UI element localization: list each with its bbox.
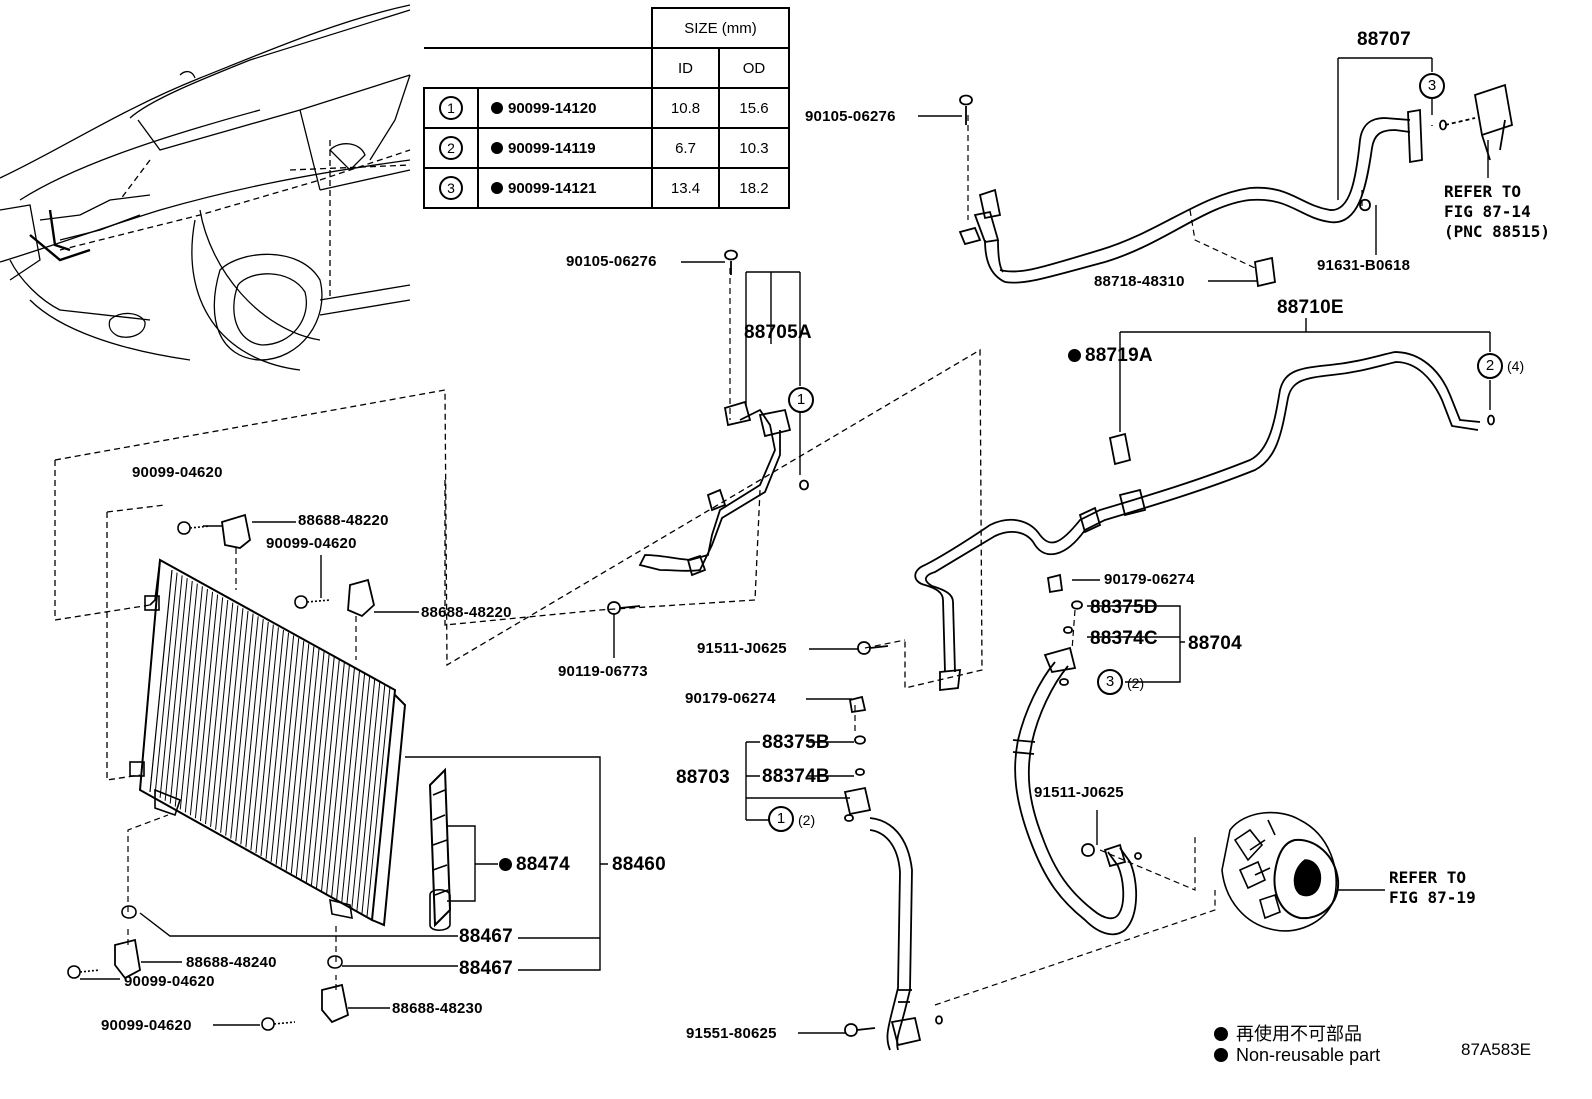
id-value: 10.8 bbox=[651, 87, 720, 129]
receiver-parts bbox=[428, 767, 452, 932]
mark-3: 3 bbox=[439, 176, 463, 200]
pipe-88707 bbox=[958, 83, 1514, 288]
label-88705A[interactable]: 88705A bbox=[744, 322, 812, 343]
compressor bbox=[1221, 811, 1340, 932]
label-91511-J0625-a[interactable]: 91511-J0625 bbox=[697, 640, 787, 657]
non-reusable-dot-icon bbox=[491, 101, 503, 114]
od-value: 10.3 bbox=[718, 127, 790, 169]
non-reusable-dot-icon bbox=[491, 141, 503, 154]
label-90099-04620-b[interactable]: 90099-04620 bbox=[266, 535, 357, 552]
table-row: 1 90099-14120 10.8 15.6 bbox=[423, 87, 790, 129]
non-reusable-dot-icon bbox=[1214, 1048, 1228, 1062]
refer-fig-87-14[interactable]: REFER TO FIG 87-14 (PNC 88515) bbox=[1444, 182, 1550, 241]
label-88703[interactable]: 88703 bbox=[676, 767, 730, 788]
non-reusable-dot-icon bbox=[1214, 1027, 1228, 1041]
label-88688-48230[interactable]: 88688-48230 bbox=[392, 1000, 483, 1017]
label-90179-06274-b[interactable]: 90179-06274 bbox=[685, 690, 776, 707]
label-88375B[interactable]: 88375B bbox=[762, 732, 830, 753]
bracket-88688-48220-a bbox=[177, 513, 251, 549]
oring-mark-3b: 3 bbox=[1097, 669, 1123, 695]
non-reusable-dot-icon bbox=[491, 181, 503, 194]
legend-jp: 再使用不可部品 bbox=[1214, 1020, 1362, 1046]
qty-2-a: (2) bbox=[1127, 675, 1145, 691]
qty-4: (4) bbox=[1507, 358, 1525, 374]
label-90099-04620-c[interactable]: 90099-04620 bbox=[124, 973, 215, 990]
oring-mark-1: 1 bbox=[788, 387, 814, 413]
mark-1: 1 bbox=[439, 96, 463, 120]
label-88688-48240[interactable]: 88688-48240 bbox=[186, 954, 277, 971]
od-value: 18.2 bbox=[718, 167, 790, 209]
part-number: 90099-14120 bbox=[508, 99, 597, 117]
label-88474[interactable]: 88474 bbox=[499, 855, 570, 874]
table-row: 3 90099-14121 13.4 18.2 bbox=[423, 167, 790, 209]
bracket-88688-48240 bbox=[67, 905, 141, 980]
bracket-88688-48230 bbox=[261, 955, 350, 1031]
label-88688-48220-b[interactable]: 88688-48220 bbox=[421, 604, 512, 621]
label-90179-06274-a[interactable]: 90179-06274 bbox=[1104, 571, 1195, 588]
table-corner bbox=[424, 8, 653, 49]
label-88374C[interactable]: 88374C bbox=[1090, 628, 1158, 649]
condenser bbox=[129, 558, 407, 927]
label-88375D[interactable]: 88375D bbox=[1090, 597, 1158, 618]
id-value: 6.7 bbox=[651, 127, 720, 169]
hose-88704 bbox=[1012, 573, 1142, 936]
label-90099-04620-a[interactable]: 90099-04620 bbox=[132, 464, 223, 481]
qty-2-b: (2) bbox=[798, 812, 816, 828]
part-number: 90099-14119 bbox=[508, 139, 596, 157]
refer-fig-87-19[interactable]: REFER TO FIG 87-19 bbox=[1389, 868, 1476, 907]
label-90105-06276-b[interactable]: 90105-06276 bbox=[566, 253, 657, 270]
legend-en: Non-reusable part bbox=[1214, 1045, 1380, 1066]
label-88704[interactable]: 88704 bbox=[1188, 633, 1242, 654]
oring-mark-3: 3 bbox=[1419, 73, 1445, 99]
label-88460[interactable]: 88460 bbox=[612, 854, 666, 875]
oring-mark-1b: 1 bbox=[768, 806, 794, 832]
hose-88703 bbox=[843, 641, 943, 1051]
non-reusable-dot-icon bbox=[499, 858, 512, 871]
label-91631-B0618[interactable]: 91631-B0618 bbox=[1317, 257, 1411, 274]
mark-2: 2 bbox=[439, 136, 463, 160]
non-reusable-dot-icon bbox=[1068, 349, 1081, 362]
label-91511-J0625-b[interactable]: 91511-J0625 bbox=[1034, 784, 1124, 801]
oring-size-table: SIZE (mm) ID OD 1 90099-14120 10.8 15.6 … bbox=[423, 7, 790, 209]
leader-lines bbox=[80, 57, 1491, 1034]
label-88707[interactable]: 88707 bbox=[1357, 29, 1411, 50]
label-90105-06276-a[interactable]: 90105-06276 bbox=[805, 108, 896, 125]
pipe-88705A bbox=[607, 249, 809, 615]
id-header: ID bbox=[651, 47, 720, 89]
table-row: 2 90099-14119 6.7 10.3 bbox=[423, 127, 790, 169]
condenser-frame bbox=[54, 348, 983, 781]
pipe-88710E bbox=[914, 351, 1495, 692]
part-number: 90099-14121 bbox=[508, 179, 597, 197]
od-header: OD bbox=[718, 47, 790, 89]
vehicle-outline bbox=[0, 4, 411, 371]
size-header: SIZE (mm) bbox=[651, 7, 790, 49]
label-88467-b[interactable]: 88467 bbox=[459, 958, 513, 979]
label-88719A[interactable]: 88719A bbox=[1068, 346, 1153, 365]
table-corner-2 bbox=[424, 48, 653, 89]
label-88467-a[interactable]: 88467 bbox=[459, 926, 513, 947]
label-88374B[interactable]: 88374B bbox=[762, 766, 830, 787]
id-value: 13.4 bbox=[651, 167, 720, 209]
label-90099-04620-d[interactable]: 90099-04620 bbox=[101, 1017, 192, 1034]
oring-mark-2: 2 bbox=[1477, 353, 1503, 379]
label-88688-48220-a[interactable]: 88688-48220 bbox=[298, 512, 389, 529]
label-88718-48310[interactable]: 88718-48310 bbox=[1094, 273, 1185, 290]
label-88710E[interactable]: 88710E bbox=[1277, 297, 1344, 318]
label-91551-80625[interactable]: 91551-80625 bbox=[686, 1025, 777, 1042]
figure-code: 87A583E bbox=[1461, 1040, 1531, 1059]
od-value: 15.6 bbox=[718, 87, 790, 129]
bracket-88688-48220-b bbox=[294, 578, 375, 618]
label-90119-06773[interactable]: 90119-06773 bbox=[558, 663, 648, 680]
